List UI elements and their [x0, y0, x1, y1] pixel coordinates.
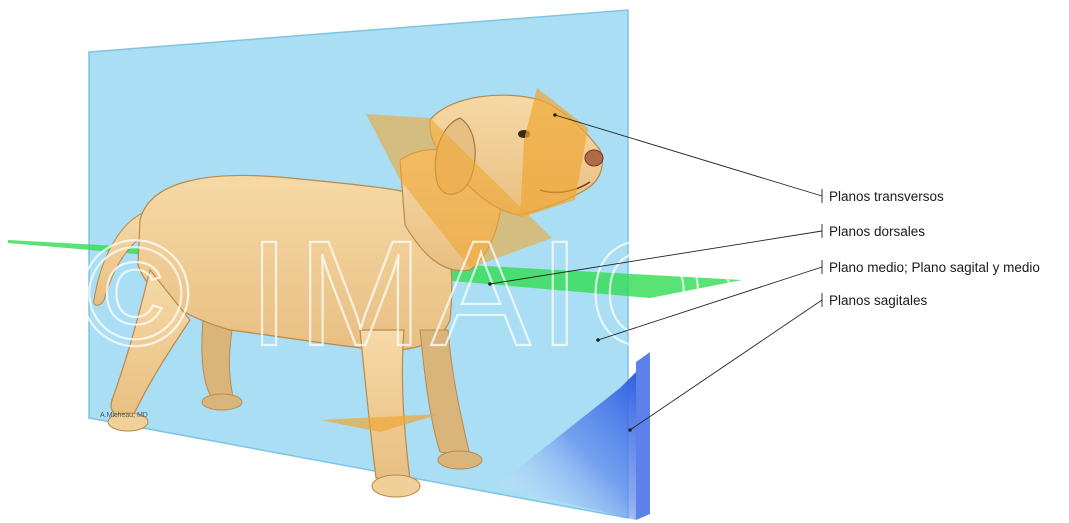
label-plano-medio: Plano medio; Plano sagital y medio	[829, 260, 1040, 275]
label-planos-transversos: Planos transversos	[829, 189, 944, 204]
label-planos-sagitales: Planos sagitales	[829, 293, 928, 308]
signature: A.Micheau, MD	[100, 412, 148, 419]
watermark: © IMAIOS	[80, 209, 821, 377]
label-planos-dorsales: Planos dorsales	[829, 224, 925, 239]
